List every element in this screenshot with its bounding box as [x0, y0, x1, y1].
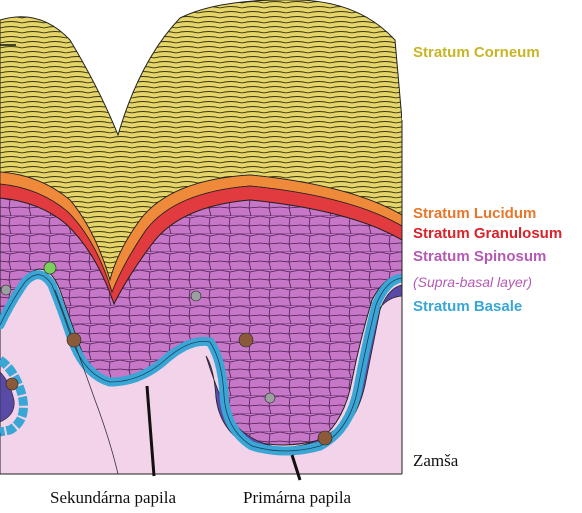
primary-papilla-pointer	[290, 454, 302, 481]
left-dark-fragment	[0, 371, 15, 423]
grey-cell-2	[264, 392, 276, 404]
label-stratum-spinosum: Stratum Spinosum	[413, 248, 547, 265]
label-stratum-basale: Stratum Basale	[413, 298, 523, 315]
grey-cell-1	[190, 290, 202, 302]
label-stratum-granulosum: Stratum Granulosum	[413, 225, 563, 242]
stratum-basale-outline	[0, 274, 402, 452]
secondary-papilla-outline	[54, 289, 119, 475]
grey-cell-3	[0, 284, 12, 296]
label-stratum-lucidum: Stratum Lucidum	[413, 205, 537, 222]
label-dermis: Zamša	[413, 451, 459, 470]
left-basale-fragment	[0, 356, 28, 437]
label-stratum-corneum: Stratum Corneum	[413, 44, 540, 61]
melanocyte-brown-2	[238, 332, 254, 348]
label-supra-basal: (Supra-basal layer)	[413, 274, 533, 290]
melanocyte-brown-4	[5, 377, 19, 391]
secondary-papilla-pointer	[145, 385, 156, 477]
melanocyte-brown-3	[317, 430, 333, 446]
melanocyte-green	[43, 261, 57, 275]
label-primary-papilla: Primárna papila	[243, 488, 352, 507]
label-secondary-papilla: Sekundárna papila	[50, 488, 177, 507]
melanocyte-brown-1	[66, 332, 82, 348]
